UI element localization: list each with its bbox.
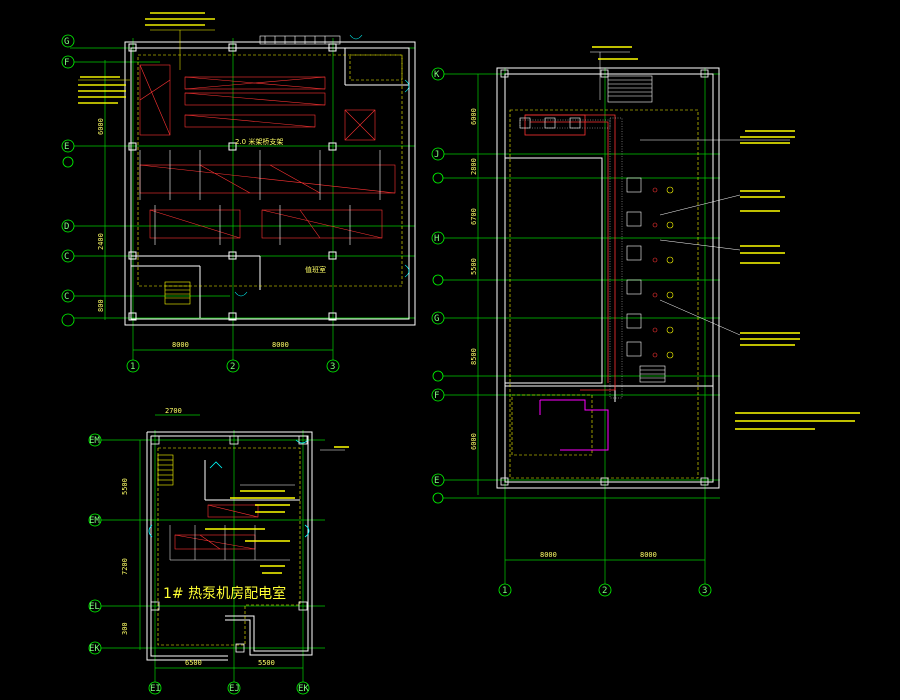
dimension-text: 300: [121, 622, 129, 635]
dimension-text: 2800: [470, 158, 478, 175]
axis-label: EK: [298, 684, 309, 694]
plan-c-note-block: [205, 446, 349, 574]
plan-a-stairs: [164, 281, 191, 305]
axis-label: K: [434, 70, 440, 80]
plan-b-stairs: [607, 75, 666, 383]
dimension-text: 8000: [640, 551, 657, 559]
plan-a-axis-labels: G F E D C C 1 2 3: [64, 37, 335, 372]
plan-b-pipe: [539, 399, 609, 451]
dimension-text: 6000: [470, 433, 478, 450]
plan-c-walls: [146, 431, 313, 661]
axis-label: E: [434, 476, 439, 486]
axis-label: F: [434, 391, 439, 401]
dimension-text: 5500: [121, 478, 129, 495]
plan-b: K J H G F E 1 2 3 8000 8000 6000 2800 67…: [431, 46, 860, 597]
plan-a: G F E D C C 1 2 3 8000 8000 6000 2400 80…: [61, 12, 416, 373]
axis-label: G: [434, 314, 439, 324]
plan-b-inner-boundary: [509, 109, 699, 479]
plan-b-columns: [500, 69, 709, 486]
plan-c-cabinets: [174, 504, 259, 550]
plan-a-leaders: [78, 29, 215, 81]
plan-c-rack-ticks: [169, 525, 290, 561]
plan-c-columns: [150, 435, 308, 653]
plan-a-columns: [128, 43, 337, 321]
plan-c-leaders: [240, 449, 345, 486]
dimension-text: 6700: [470, 208, 478, 225]
drawing-title: 1# 热泵机房配电室: [163, 585, 286, 602]
dimension-text: 800: [97, 299, 105, 312]
plan-b-tray-hatch: [519, 117, 623, 399]
plan-a-dimensions: 8000 8000 6000 2400 800: [97, 118, 289, 349]
plan-b-devices: [652, 187, 658, 358]
dimension-text: 5500: [470, 258, 478, 275]
axis-label: E: [64, 142, 69, 152]
dimension-text: 8000: [272, 341, 289, 349]
axis-label: EI: [150, 684, 161, 694]
axis-label: EL: [89, 602, 100, 612]
axis-label: 2: [230, 362, 235, 372]
plan-a-top-window: [259, 35, 341, 45]
plan-b-cabinets: [519, 117, 642, 357]
room-label: 值班室: [305, 265, 326, 274]
plan-a-inner-boundary: [137, 54, 403, 287]
dimension-text: 8500: [470, 348, 478, 365]
axis-label: 1: [130, 362, 135, 372]
axis-label: 2: [602, 586, 607, 596]
plan-a-axis-lines: [70, 38, 415, 370]
axis-label: F: [64, 58, 69, 68]
axis-label: 1: [502, 586, 507, 596]
dimension-text: 2400: [97, 233, 105, 250]
dimension-text: 8000: [172, 341, 189, 349]
plan-b-axis-bubbles: [431, 67, 712, 597]
plan-b-walls: [496, 67, 720, 489]
dimension-text: 6000: [97, 118, 105, 135]
plan-c-axis-bubbles: [88, 433, 310, 695]
plan-b-lamps: [666, 186, 674, 359]
plan-a-axis-bubbles: [61, 34, 340, 373]
plan-c-axis-labels: EM EM EL EK EI EJ EK: [89, 436, 309, 694]
axis-label: EJ: [229, 684, 240, 694]
plan-a-rack-ticks: [139, 150, 381, 245]
plan-c-doors: [148, 439, 310, 538]
plan-c-inner-boundary: [157, 447, 301, 646]
dimension-text: 8000: [540, 551, 557, 559]
dimension-text: 6000: [470, 108, 478, 125]
axis-label: J: [434, 150, 439, 160]
plan-c-axis-lines: [95, 414, 325, 685]
axis-label: C: [64, 292, 69, 302]
dimension-text: 5500: [258, 659, 275, 667]
dimension-text: 2700: [165, 407, 182, 415]
plan-c-stairs: [157, 454, 174, 486]
axis-label: D: [64, 222, 69, 232]
axis-label: C: [64, 252, 69, 262]
plan-b-leaders: [590, 51, 790, 336]
axis-label: H: [434, 234, 439, 244]
axis-label: G: [64, 37, 69, 47]
plan-a-walls: [124, 41, 416, 326]
plan-c-dimensions: 2700 6500 5500 5500 7200 300: [121, 407, 275, 667]
plan-b-dimensions: 8000 8000 6000 2800 6700 5500 8500 6000: [470, 108, 657, 559]
axis-label: EM: [89, 436, 100, 446]
dimension-text: 7200: [121, 558, 129, 575]
dimension-text: 6500: [185, 659, 202, 667]
plan-a-note-block: [78, 12, 215, 104]
axis-label: EK: [89, 644, 100, 654]
plan-b-cable-tray: [524, 114, 616, 391]
plan-c: EM EM EL EK EI EJ EK 2700 6500 5500 5500…: [88, 407, 349, 695]
room-label: 2.0 米架桥支架: [235, 137, 283, 146]
plan-b-axis-lines: [440, 68, 720, 585]
axis-label: EM: [89, 516, 100, 526]
axis-label: 3: [702, 586, 707, 596]
plan-b-axis-labels: K J H G F E 1 2 3: [434, 70, 707, 596]
plan-a-doors: [234, 34, 410, 297]
plan-b-note-block: [592, 46, 860, 430]
plan-a-cabinet-rows: [139, 64, 396, 239]
axis-label: 3: [330, 362, 335, 372]
